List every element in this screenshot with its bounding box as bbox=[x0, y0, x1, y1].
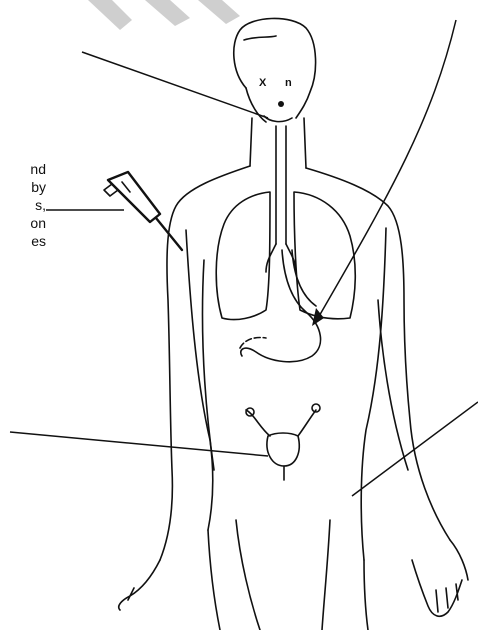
torso-outline bbox=[160, 166, 450, 630]
leader-line-arm bbox=[352, 402, 478, 496]
neck-outline bbox=[250, 118, 306, 168]
svg-text:n: n bbox=[285, 77, 292, 89]
watermark-shapes bbox=[88, 0, 240, 30]
leader-line-head bbox=[82, 52, 268, 118]
left-hand bbox=[119, 560, 160, 610]
leader-lines bbox=[10, 20, 478, 496]
stomach bbox=[240, 250, 321, 362]
right-hand bbox=[412, 540, 468, 616]
syringe-icon bbox=[104, 172, 182, 250]
bladder bbox=[246, 404, 320, 480]
head-outline bbox=[234, 18, 316, 122]
leader-line-stomach bbox=[318, 20, 456, 318]
leader-line-bladder bbox=[10, 432, 268, 456]
face-features: X n bbox=[259, 77, 292, 122]
svg-text:X: X bbox=[259, 77, 267, 89]
